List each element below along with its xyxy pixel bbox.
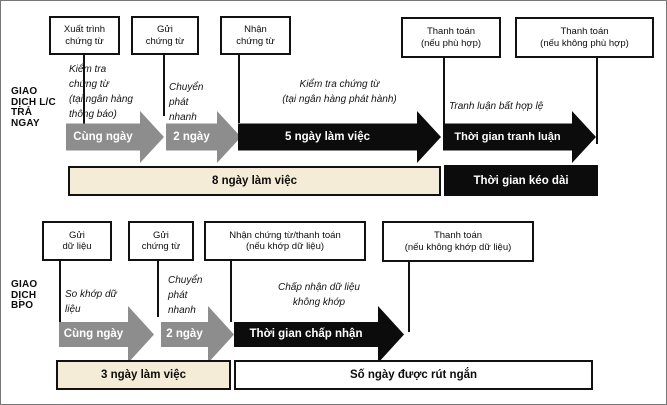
bpo-annotation-chap-nhan: Chấp nhận dữ liệu không khớp bbox=[278, 282, 360, 308]
bpo-box-gui-chung-tu-text: Gửi chứng từ bbox=[141, 229, 181, 253]
lc-box-nhan-chung-tu-text: Nhận chứng từ bbox=[236, 24, 275, 47]
lc-box-gui-chung-tu-text: Gửi chứng từ bbox=[145, 24, 185, 47]
lc-annotation-tranh-luan: Tranh luận bất hợp lệ bbox=[449, 101, 544, 112]
bpo-bar-so-ngay-rut-ngan: Số ngày được rút ngắn bbox=[234, 360, 593, 390]
bpo-box-thanh-toan-khong-khop: Thanh toán (nếu không khớp dữ liệu) bbox=[382, 221, 534, 262]
bpo-arrow-thoi-gian-chap-nhan: Thời gian chấp nhận bbox=[234, 306, 404, 363]
bpo-connector-send-data bbox=[59, 260, 61, 322]
lc-connector-payment-noncompliant bbox=[596, 57, 598, 144]
bpo-bar-3-ngay-lam-viec: 3 ngày làm việc bbox=[56, 360, 231, 390]
lc-connector-receive-docs bbox=[238, 54, 240, 123]
lc-box-nhan-chung-tu: Nhận chứng từ bbox=[220, 16, 291, 55]
lc-box-thanh-toan-khong-phu-hop-text: Thanh toán (nếu không phù hợp) bbox=[540, 26, 629, 49]
bpo-arrow-chap-nhan-label: Thời gian chấp nhận bbox=[249, 328, 363, 340]
bpo-arrow-2-ngay: 2 ngày bbox=[161, 306, 234, 363]
lc-arrow-5-ngay-lam-viec: 5 ngày làm việc bbox=[238, 111, 441, 163]
lc-box-thanh-toan-phu-hop: Thanh toán (nếu phù hợp) bbox=[401, 17, 501, 58]
bpo-bar-rut-ngan-label: Số ngày được rút ngắn bbox=[349, 369, 478, 381]
lc-arrow-cung-ngay-label: Cùng ngày bbox=[73, 131, 133, 143]
lc-bar-keo-dai-label: Thời gian kéo dài bbox=[473, 174, 569, 187]
lc-section-label: GIAO DỊCH L/C TRẢ NGAY bbox=[11, 86, 56, 129]
lc-arrow-2-ngay-label: 2 ngày bbox=[173, 131, 210, 143]
lc-annotation-kiem-tra-thong-bao: Kiểm tra chứng từ (tại ngân hàng thông b… bbox=[69, 64, 133, 120]
lc-connector-payment-compliant bbox=[443, 57, 445, 137]
lc-arrow-tranh-luan-label: Thời gian tranh luận bbox=[454, 131, 561, 143]
bpo-connector-payment-mismatch bbox=[408, 261, 410, 332]
bpo-arrow-2-ngay-label: 2 ngày bbox=[166, 328, 203, 340]
lc-box-thanh-toan-phu-hop-text: Thanh toán (nếu phù hợp) bbox=[420, 26, 482, 49]
bpo-box-gui-du-lieu: Gửi dữ liệu bbox=[42, 221, 112, 261]
bpo-connector-receive-docs bbox=[230, 260, 232, 322]
lc-bar-thoi-gian-keo-dai: Thời gian kéo dài bbox=[444, 165, 598, 196]
bpo-box-gui-chung-tu: Gửi chứng từ bbox=[128, 221, 194, 261]
bpo-bar-3-ngay-label: 3 ngày làm việc bbox=[100, 369, 187, 381]
lc-bar-8-ngay-label: 8 ngày làm việc bbox=[211, 175, 298, 187]
bpo-annotation-chuyen-phat-nhanh: Chuyển phát nhanh bbox=[168, 275, 203, 316]
lc-box-xuat-trinh-chung-tu: Xuất trình chứng từ bbox=[49, 16, 120, 55]
lc-arrow-cung-ngay: Cùng ngày bbox=[66, 111, 164, 163]
lc-box-gui-chung-tu: Gửi chứng từ bbox=[131, 16, 199, 55]
lc-arrow-5-ngay-label: 5 ngày làm việc bbox=[284, 131, 371, 143]
lc-arrow-2-ngay: 2 ngày bbox=[166, 111, 241, 163]
lc-connector-send-docs bbox=[163, 54, 165, 116]
bpo-box-gui-du-lieu-text: Gửi dữ liệu bbox=[62, 229, 92, 253]
lc-bar-8-ngay-lam-viec: 8 ngày làm việc bbox=[68, 166, 441, 196]
lc-box-thanh-toan-khong-phu-hop: Thanh toán (nếu không phù hợp) bbox=[515, 17, 654, 58]
bpo-connector-send-docs bbox=[157, 260, 159, 317]
lc-annotation-chuyen-phat-nhanh: Chuyển phát nhanh bbox=[169, 82, 204, 123]
lc-connector-present-docs bbox=[83, 54, 85, 124]
bpo-arrow-cung-ngay: Cùng ngày bbox=[59, 306, 154, 363]
bpo-box-nhan-chung-tu-text: Nhận chứng từ/thanh toán (nếu khớp dữ li… bbox=[229, 229, 341, 253]
lc-arrow-thoi-gian-tranh-luan: Thời gian tranh luận bbox=[443, 111, 596, 163]
lc-box-xuat-trinh-text: Xuất trình chứng từ bbox=[63, 24, 106, 47]
bpo-box-thanh-toan-khong-khop-text: Thanh toán (nếu không khớp dữ liệu) bbox=[404, 230, 512, 253]
bpo-section-label: GIAO DỊCH BPO bbox=[11, 279, 38, 311]
bpo-annotation-so-khop: So khớp dữ liệu bbox=[65, 289, 117, 315]
lc-annotation-kiem-tra-phat-hanh: Kiểm tra chứng từ (tại ngân hàng phát hà… bbox=[282, 79, 397, 105]
bpo-box-nhan-chung-tu-thanh-toan: Nhận chứng từ/thanh toán (nếu khớp dữ li… bbox=[204, 221, 366, 261]
bpo-arrow-cung-ngay-label: Cùng ngày bbox=[63, 328, 124, 340]
